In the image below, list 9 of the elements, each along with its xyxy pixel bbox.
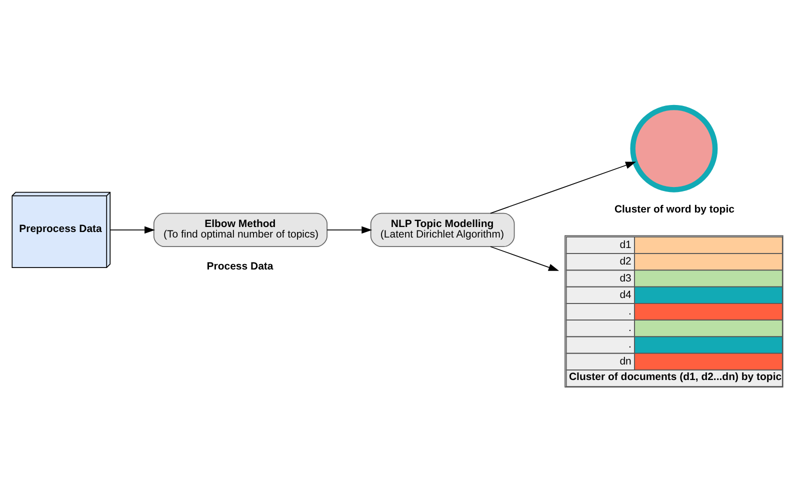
- arrow: [326, 226, 372, 234]
- node-box: NLP Topic Modelling (Latent Dirichlet Algorithm): [370, 212, 515, 248]
- arrow: [490, 162, 636, 214]
- arrow: [110, 226, 156, 234]
- arrow: [490, 246, 560, 271]
- label: Process Data: [206, 261, 274, 272]
- node-box: Elbow Method (To find optimal number of topics): [153, 212, 328, 248]
- node-label: Cluster of word by topic: [614, 204, 734, 216]
- node-circle: [630, 104, 718, 192]
